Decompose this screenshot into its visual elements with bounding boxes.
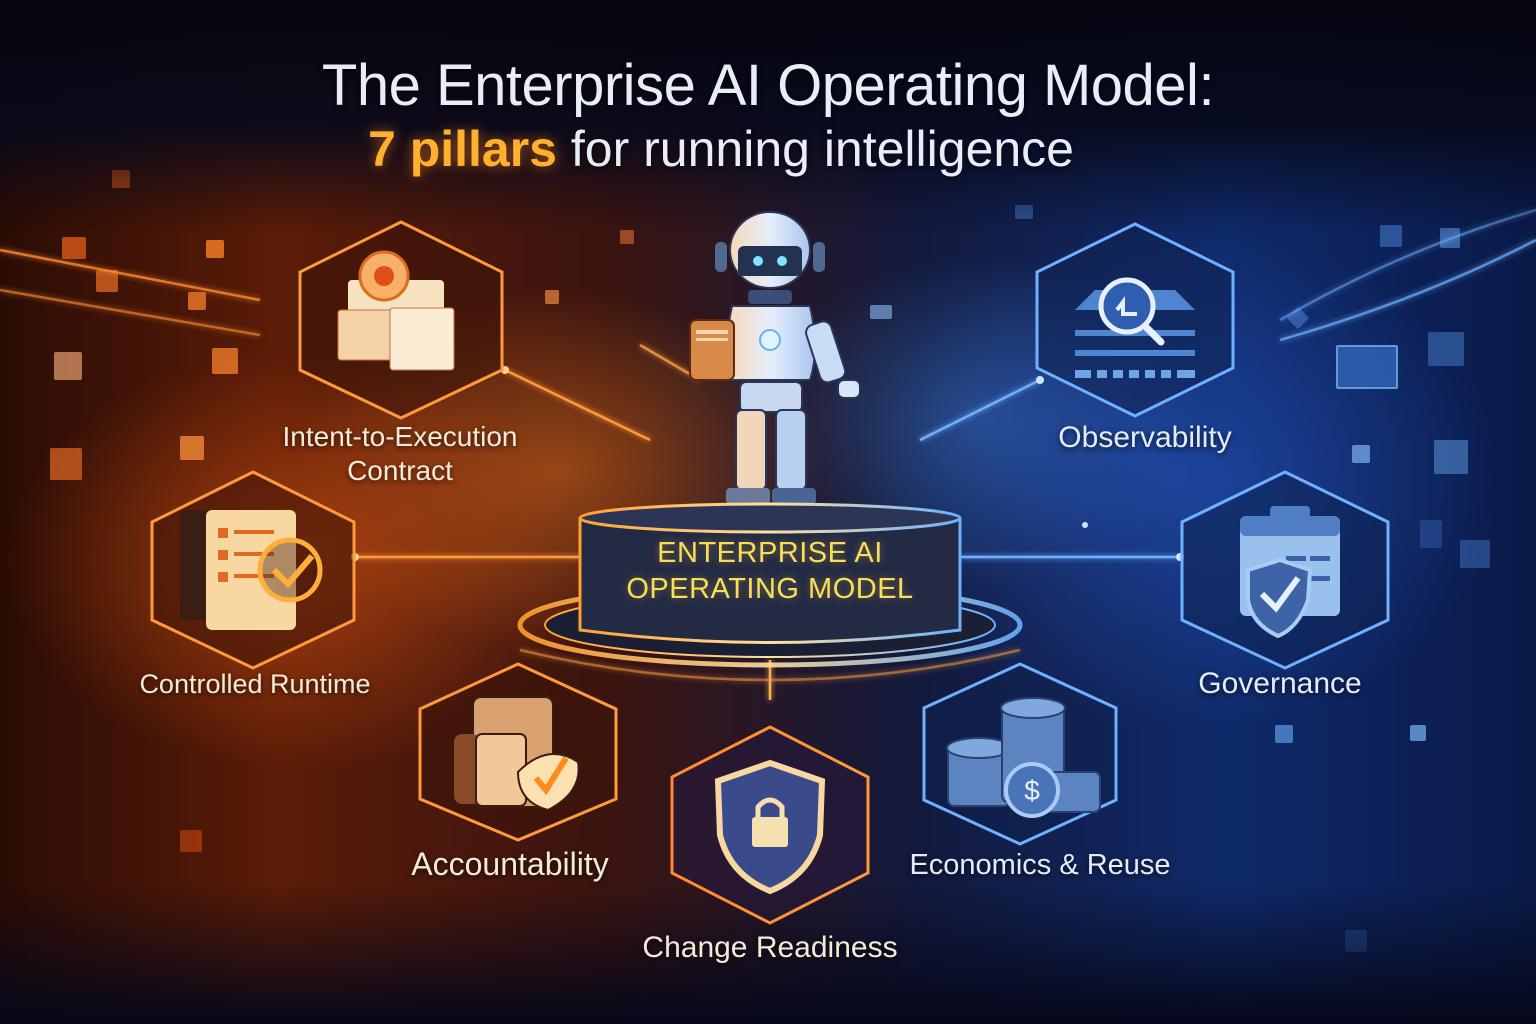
pillar-economics-label: Economics & Reuse	[909, 849, 1171, 881]
pillar-intent-label-line1: Intent-to-Execution	[282, 421, 518, 452]
pillar-runtime-hexagon[interactable]	[150, 470, 356, 670]
page-subtitle: 7 pillars for running intelligence	[368, 120, 1074, 178]
subtitle-rest: for running intelligence	[557, 121, 1074, 177]
pillar-economics-hexagon[interactable]: $	[922, 662, 1118, 847]
center-model-label: ENTERPRISE AI OPERATING MODEL	[580, 535, 960, 608]
pillar-governance-hexagon[interactable]	[1180, 470, 1390, 670]
pillar-observability-hexagon[interactable]	[1035, 222, 1235, 418]
page-title: The Enterprise AI Operating Model:	[321, 53, 1215, 118]
pillar-governance-label: Governance	[1198, 667, 1362, 700]
robot-icon	[689, 211, 861, 504]
pillar-intent-hexagon[interactable]	[298, 220, 504, 420]
pillar-accountability-label: Accountability	[411, 846, 609, 882]
pillar-change-hexagon[interactable]	[670, 725, 870, 925]
center-label-line2: OPERATING MODEL	[626, 573, 914, 606]
top-vignette	[0, 0, 1536, 230]
pillar-change-label: Change Readiness	[642, 931, 898, 964]
pillar-observability-label: Observability	[1058, 421, 1232, 454]
pillar-accountability-hexagon[interactable]	[418, 662, 618, 842]
dollar-sign-icon: $	[1024, 775, 1040, 806]
pillar-intent-label: Intent-to-Execution Contract	[250, 420, 550, 487]
pedestal	[517, 502, 1023, 668]
pillar-runtime-label: Controlled Runtime	[139, 669, 371, 699]
center-label-line1: ENTERPRISE AI	[657, 537, 883, 569]
pillar-intent-label-line2: Contract	[347, 454, 453, 486]
subtitle-accent: 7 pillars	[368, 121, 557, 177]
